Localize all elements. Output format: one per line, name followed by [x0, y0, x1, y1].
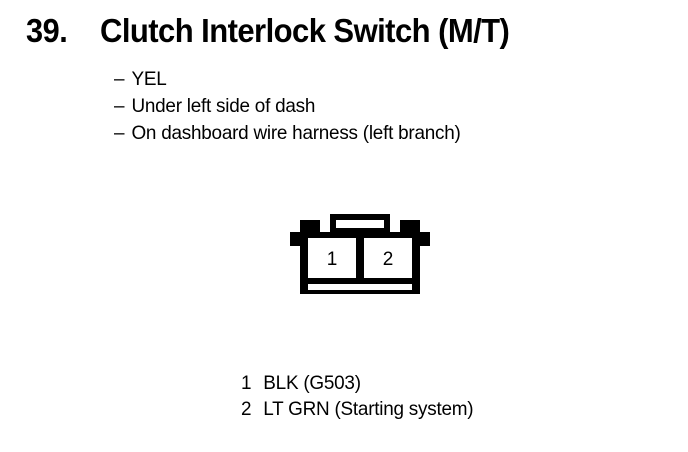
page-title-text: Clutch Interlock Switch (M/T) [100, 12, 510, 49]
legend-pin-label: BLK (G503) [263, 372, 361, 394]
connector-pin-1-label: 1 [327, 249, 338, 270]
legend-pin-number: 1 [241, 372, 252, 394]
connector-illustration: 1 2 [290, 214, 430, 294]
dash-bullet-icon: – [114, 122, 125, 144]
list-item: – YEL [114, 66, 657, 93]
connector-latch-slot [336, 220, 384, 228]
legend-row: 2 LT GRN (Starting system) [241, 396, 571, 422]
legend-pin-label: LT GRN (Starting system) [263, 398, 474, 420]
dash-bullet-icon: – [114, 95, 125, 117]
page-title-number: 39. [26, 12, 68, 49]
list-item-label: YEL [131, 68, 167, 90]
list-item-label: Under left side of dash [131, 95, 316, 117]
page-title: 39. Clutch Interlock Switch (M/T) [26, 14, 676, 54]
connector-base-slot [308, 284, 412, 290]
connector-diagram: 1 2 [278, 208, 458, 308]
list-item-label: On dashboard wire harness (left branch) [131, 122, 461, 144]
pin-legend: 1 BLK (G503) 2 LT GRN (Starting system) [241, 370, 581, 422]
legend-pin-number: 2 [241, 398, 252, 420]
connector-pin-2-label: 2 [383, 249, 394, 270]
connector-cavity-2 [364, 238, 412, 278]
connector-cavity-1 [308, 238, 356, 278]
list-item: – Under left side of dash [114, 93, 657, 120]
legend-row: 1 BLK (G503) [241, 370, 571, 396]
dash-bullet-icon: – [114, 68, 125, 90]
detail-list: – YEL – Under left side of dash – On das… [114, 66, 674, 147]
list-item: – On dashboard wire harness (left branch… [114, 120, 657, 147]
